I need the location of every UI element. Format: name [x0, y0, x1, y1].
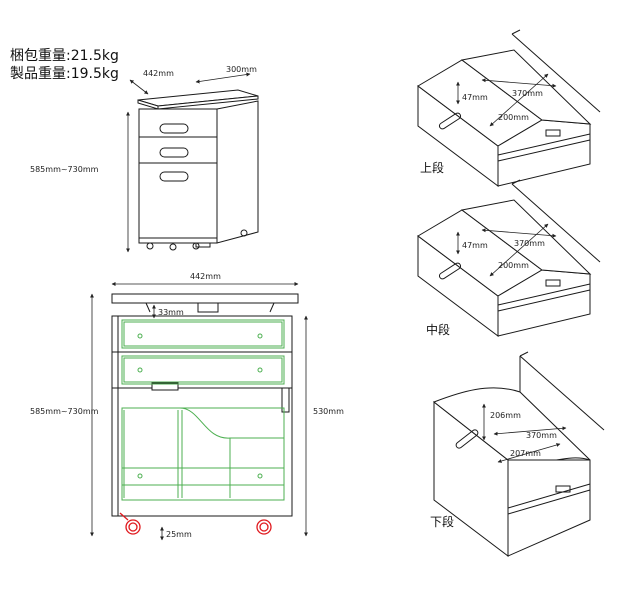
top-depth-label: 300mm: [226, 65, 257, 74]
front-top-gap-label: 33mm: [158, 308, 184, 317]
front-width-label: 442mm: [190, 272, 221, 281]
drawer-middle-dimensions: [456, 223, 557, 277]
front-bottom-gap-label: 25mm: [166, 530, 192, 539]
cabinet-3d-view: [137, 89, 259, 251]
top-height-label: 585mm~730mm: [30, 165, 99, 174]
drawer-lower-dimensions: [482, 403, 567, 463]
drawer-middle-height: 47mm: [462, 241, 488, 250]
inner-drawers: [121, 319, 285, 501]
product-weight: 製品重量:19.5kg: [10, 66, 119, 82]
front-inner-height-label: 530mm: [313, 407, 344, 416]
front-dimensions: [90, 282, 308, 541]
top-width-label: 442mm: [143, 69, 174, 78]
front-height-label: 585mm~730mm: [30, 407, 99, 416]
drawer-lower-height: 206mm: [490, 411, 521, 420]
drawer-upper-label: 上段: [420, 160, 444, 175]
drawer-lower-label: 下段: [430, 514, 454, 529]
cabinet-front-view: [111, 293, 299, 517]
drawer-upper-width: 200mm: [498, 113, 529, 122]
drawer-middle-depth: 370mm: [514, 239, 545, 248]
drawer-middle-width: 200mm: [498, 261, 529, 270]
cabinet-3d-dimensions: [126, 72, 251, 253]
drawer-middle-label: 中段: [426, 322, 450, 337]
casters: [119, 512, 272, 535]
drawer-lower-depth: 370mm: [526, 431, 557, 440]
drawer-upper-depth: 370mm: [512, 89, 543, 98]
drawer-upper: [417, 29, 601, 187]
drawer-upper-height: 47mm: [462, 93, 488, 102]
package-weight: 梱包重量:21.5kg: [10, 48, 119, 64]
drawer-lower-width: 207mm: [510, 449, 541, 458]
drawer-middle: [417, 179, 601, 337]
drawer-upper-dimensions: [456, 73, 557, 127]
